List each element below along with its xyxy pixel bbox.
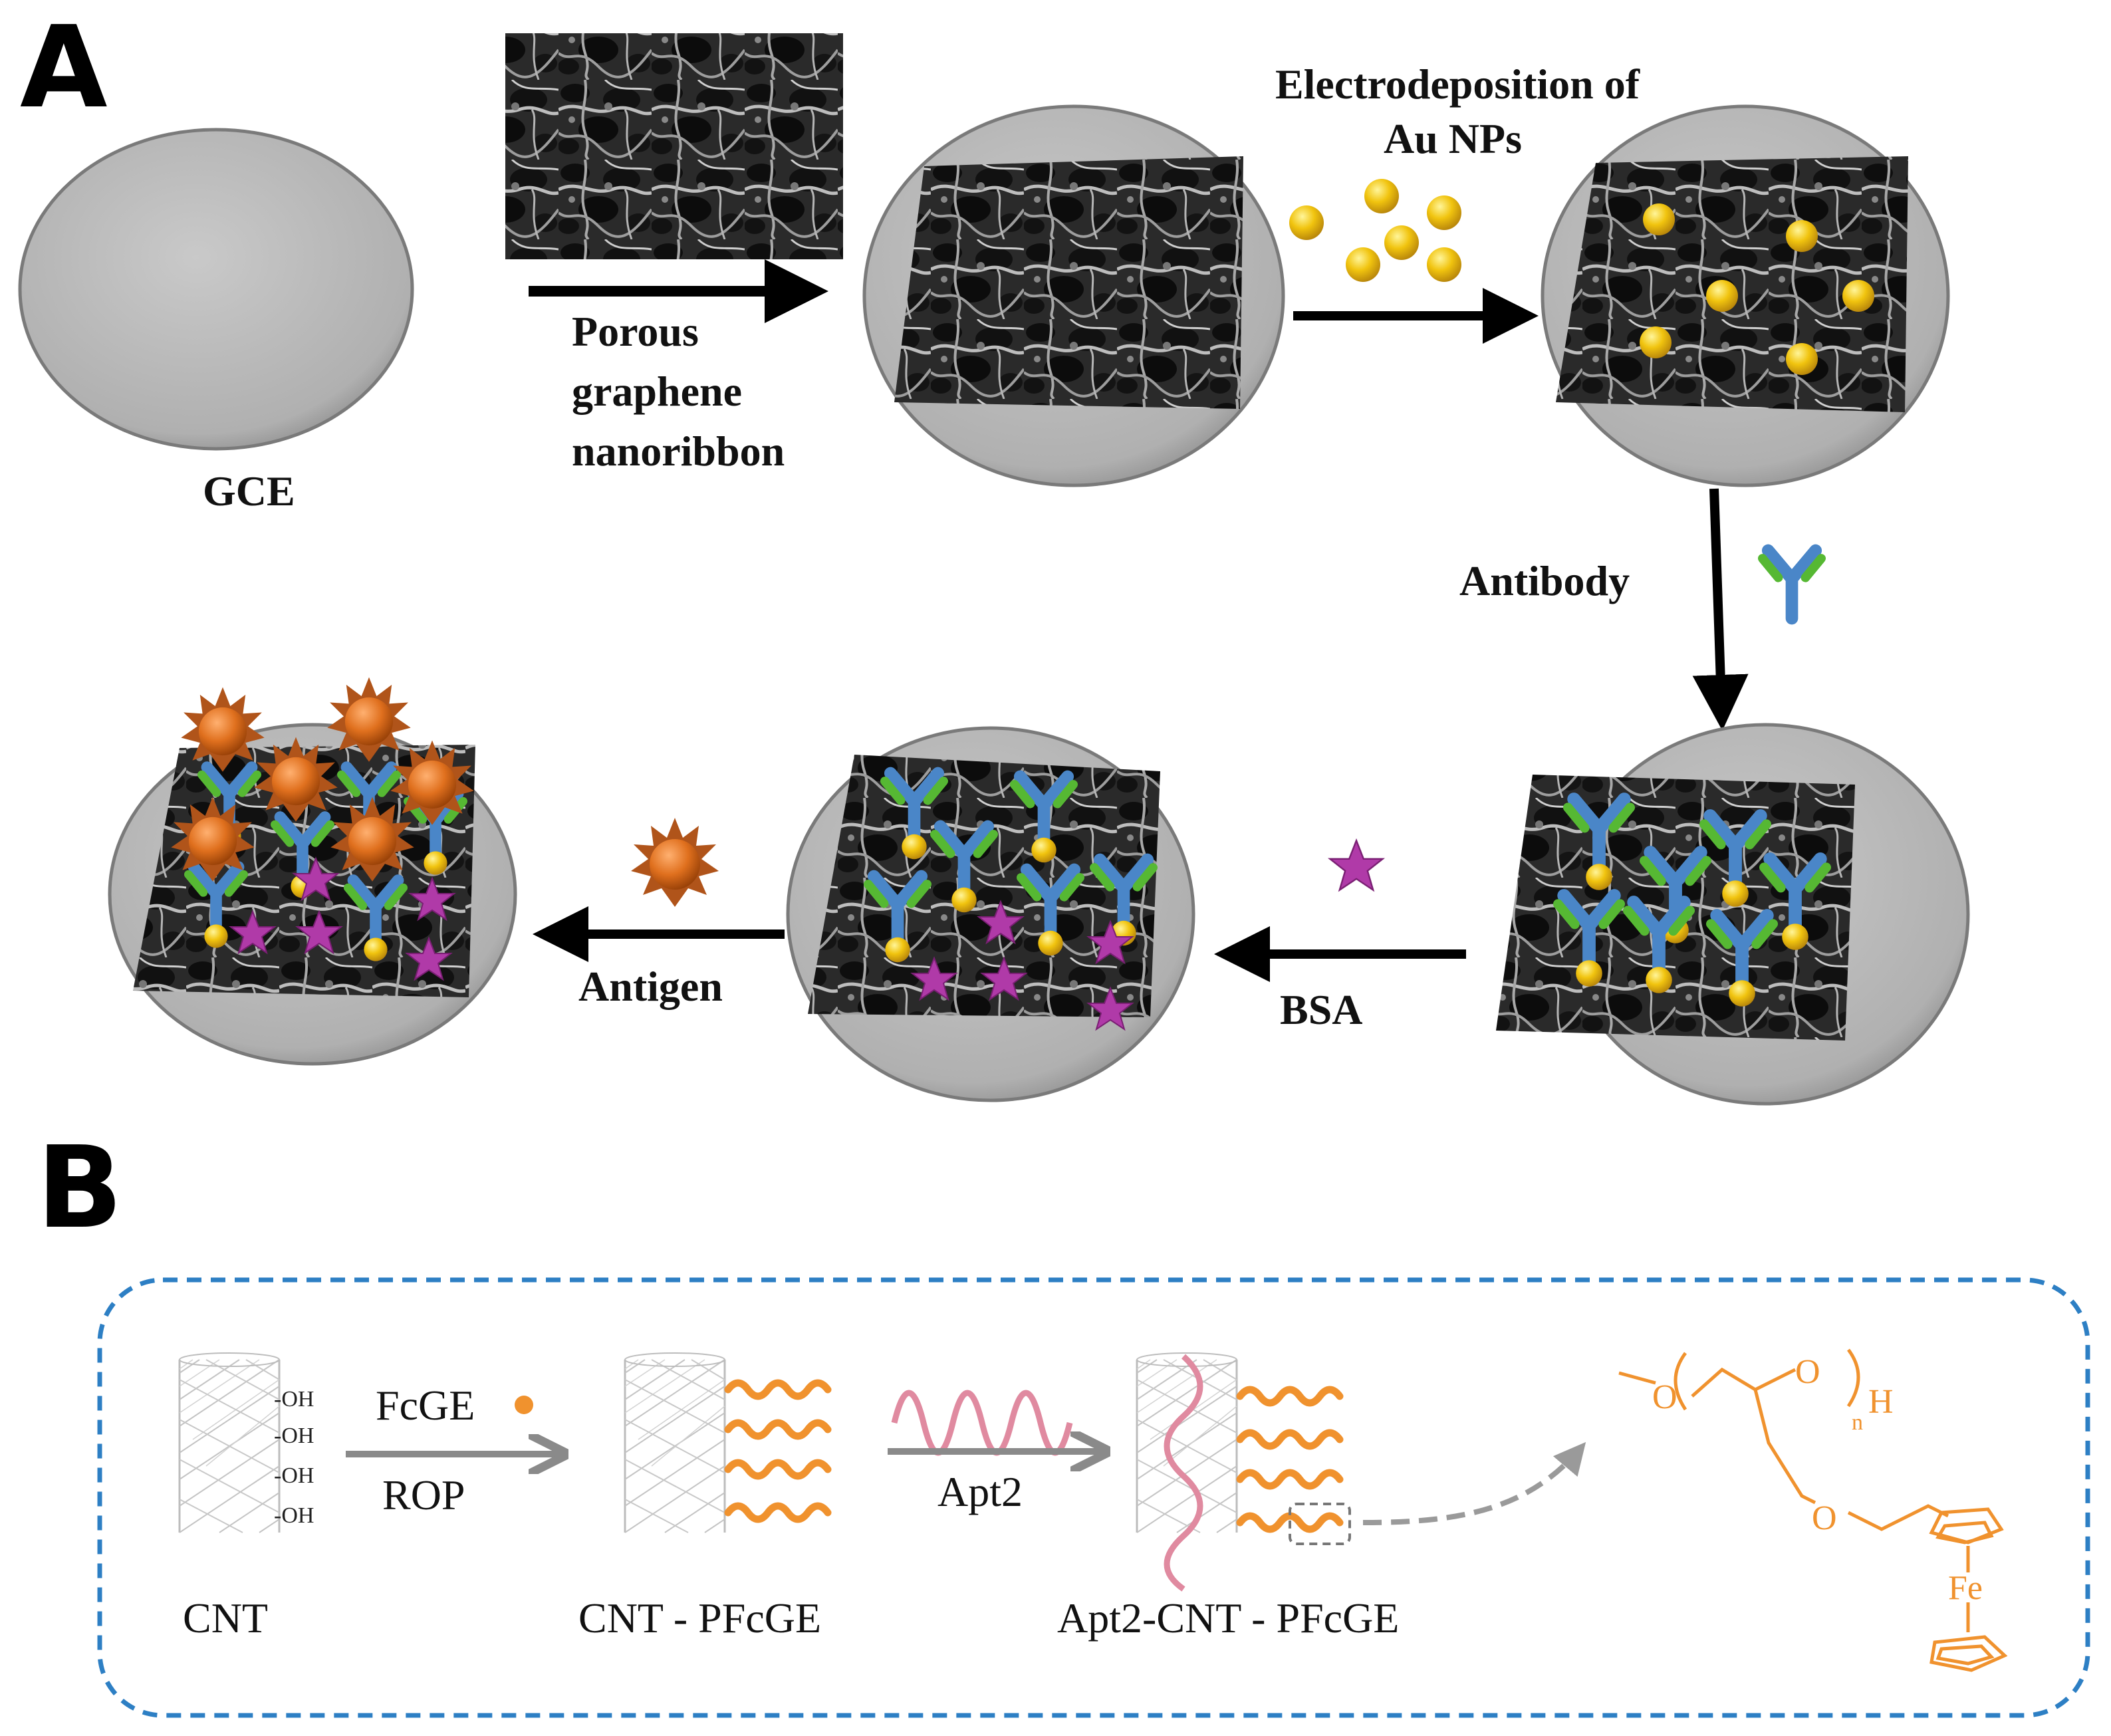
svg-text:-OH: -OH (274, 1503, 314, 1528)
step4-label: BSA (1280, 986, 1363, 1033)
panel-label-b: B (37, 1122, 123, 1254)
apt2-label: Apt2 (937, 1468, 1023, 1515)
rop-label: ROP (382, 1471, 465, 1519)
antigen-icon (631, 818, 719, 907)
chem-o2: O (1795, 1353, 1820, 1391)
svg-text:-OH: -OH (274, 1387, 314, 1412)
step2-label: Electrodeposition of Au NPs (1275, 61, 1650, 162)
arrow-step3 (1692, 488, 1749, 731)
chem-o3: O (1812, 1499, 1837, 1537)
cnt-structure (178, 1352, 281, 1534)
oh-groups: -OH -OH -OH -OH (274, 1387, 314, 1528)
electrode-gold (1541, 104, 1950, 487)
gold-nanoparticles-reagent (1289, 179, 1461, 282)
panel-b-frame (97, 1277, 2090, 1718)
zoom-arrow (1362, 1441, 1586, 1525)
apt2-cnt-pfcge-label: Apt2-CNT - PFcGE (1057, 1594, 1399, 1642)
chem-o1: O (1652, 1378, 1677, 1416)
electrode-graphene (862, 104, 1285, 487)
svg-text:-OH: -OH (274, 1424, 314, 1448)
step1-label: Porous graphene nanoribbon (572, 308, 785, 475)
highlight-box (1289, 1503, 1351, 1545)
cnt-label: CNT (183, 1594, 268, 1642)
pfcge-chemical-structure (1618, 1348, 2008, 1672)
step5-label: Antigen (578, 963, 723, 1010)
chem-h: H (1868, 1383, 1894, 1421)
gce-label: GCE (203, 467, 295, 515)
electrode-antigen (108, 677, 517, 1066)
gce-electrode (18, 128, 414, 451)
fcge-label: FcGE (376, 1382, 475, 1429)
aptamer-strand (891, 1390, 1073, 1456)
pfcge-chains (728, 1383, 828, 1519)
aptamer-helix (1164, 1354, 1203, 1592)
antibody-icon (1763, 551, 1821, 618)
chem-fe: Fe (1948, 1569, 1983, 1607)
cnt-pfcge-label: CNT - PFcGE (578, 1594, 821, 1642)
electrode-bsa (786, 726, 1195, 1102)
svg-text:-OH: -OH (274, 1463, 314, 1488)
chem-n: n (1852, 1410, 1863, 1435)
panel-label-a: A (20, 2, 108, 134)
electrode-antibody (1496, 723, 1970, 1106)
bsa-star-icon (1329, 839, 1384, 891)
fcge-dot-icon (515, 1396, 533, 1414)
apt2-cnt-pfcge-structure (1136, 1352, 1238, 1534)
porous-graphene-image (505, 33, 843, 259)
step3-label: Antibody (1459, 557, 1630, 604)
cnt-pfcge-structure (624, 1352, 726, 1534)
